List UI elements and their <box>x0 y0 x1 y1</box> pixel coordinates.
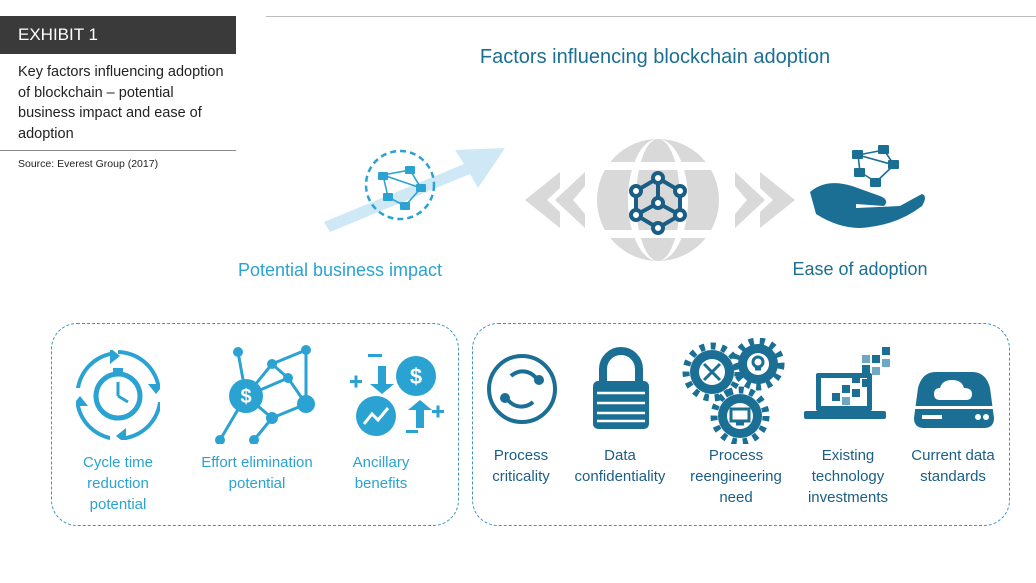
ease-of-adoption-group <box>472 323 1010 526</box>
factor-label-existing-technology: Existing technology investments <box>807 447 889 506</box>
padlock-icon <box>591 345 651 431</box>
cloud-storage-icon <box>912 368 996 430</box>
exhibit-label: EXHIBIT 1 <box>0 16 236 54</box>
chevron-left-icon <box>525 172 585 228</box>
factor-label-cycle-time: Cycle time reduction potential <box>82 454 153 513</box>
factor-label-current-data-standards: Current data standards <box>911 447 995 485</box>
factor-label-ancillary-benefits: Ancillary benefits <box>352 454 410 492</box>
svg-text:$: $ <box>410 364 422 389</box>
svg-text:$: $ <box>240 386 251 408</box>
locked-network-icon <box>364 149 436 221</box>
stopwatch-cycle-icon <box>76 350 160 440</box>
hand-network-icon <box>810 145 925 228</box>
exhibit-subtitle: Key factors influencing adoption of bloc… <box>18 64 224 142</box>
business-impact-group <box>51 323 459 526</box>
laptop-pixels-icon <box>802 345 894 425</box>
source-note: Source: Everest Group (2017) <box>18 158 159 170</box>
dollar-network-icon: $ <box>212 344 322 444</box>
gears-icon <box>680 338 786 444</box>
diagram-title: Factors influencing blockchain adoption <box>479 46 831 68</box>
coins-growth-icon: $ <box>348 350 448 442</box>
top-rule <box>266 16 1036 17</box>
process-cycle-icon <box>485 352 559 426</box>
ease-of-adoption-label: Ease of adoption <box>792 259 928 279</box>
factor-label-effort-elimination: Effort elimination potential <box>201 454 313 492</box>
chevron-right-icon <box>735 172 795 228</box>
blockchain-network-icon <box>629 171 687 235</box>
factor-label-data-confidentiality: Data confidentiality <box>574 447 666 485</box>
factor-label-process-reengineering: Process reengineering need <box>690 447 782 506</box>
factor-label-process-criticality: Process criticality <box>492 447 550 485</box>
divider <box>0 150 236 151</box>
growth-arrow-icon <box>324 148 505 232</box>
potential-business-impact-label: Potential business impact <box>237 260 443 280</box>
